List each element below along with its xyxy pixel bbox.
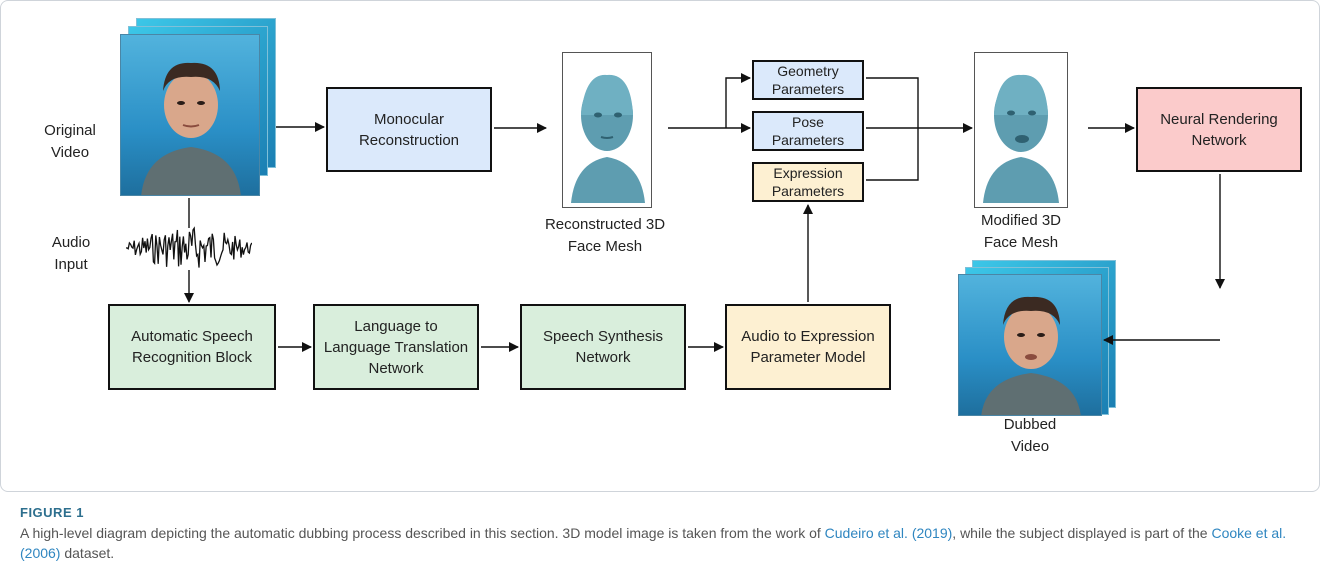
arrow-mesh-to-geometry [725, 73, 751, 128]
caption-text-1: A high-level diagram depicting the autom… [20, 525, 825, 541]
pose-parameters-box: Pose Parameters [752, 111, 864, 151]
expression-parameters-box: Expression Parameters [752, 162, 864, 202]
modified-mesh-image [974, 52, 1068, 208]
dubbed-video-label: Dubbed Video [1003, 416, 1057, 455]
neural-rendering-box: Neural Rendering Network [1136, 87, 1302, 172]
original-video-thumbnail [120, 34, 260, 196]
dubbed-video-thumbnail [958, 274, 1102, 416]
figure-caption: A high-level diagram depicting the autom… [20, 523, 1300, 563]
modified-mesh-label: Modified 3D Face Mesh [980, 212, 1062, 251]
monocular-reconstruction-box: Monocular Reconstruction [326, 87, 492, 172]
caption-text-3: dataset. [60, 545, 115, 561]
figure-caption-heading: FIGURE 1 [20, 505, 84, 520]
caption-text-2: , while the subject displayed is part of… [952, 525, 1212, 541]
geometry-parameters-box: Geometry Parameters [752, 60, 864, 100]
citation-link-cooke[interactable]: Cooke et al. (2006) [20, 525, 1287, 561]
diagram-connectors [184, 73, 1225, 352]
original-video-label: Original Video [44, 122, 96, 161]
citation-link-cudeiro[interactable]: Cudeiro et al. (2019) [824, 525, 953, 541]
audio-waveform-icon [126, 226, 252, 268]
reconstructed-mesh-label: Reconstructed 3D Face Mesh [544, 216, 666, 255]
speech-synthesis-box: Speech Synthesis Network [520, 304, 686, 390]
audio-to-expression-box: Audio to Expression Parameter Model [725, 304, 891, 390]
speech-recognition-box: Automatic Speech Recognition Block [108, 304, 276, 390]
reconstructed-mesh-image [562, 52, 652, 208]
audio-input-label: Audio Input [51, 234, 91, 273]
translation-box: Language to Language Translation Network [313, 304, 479, 390]
line-geometry-out [866, 77, 919, 181]
